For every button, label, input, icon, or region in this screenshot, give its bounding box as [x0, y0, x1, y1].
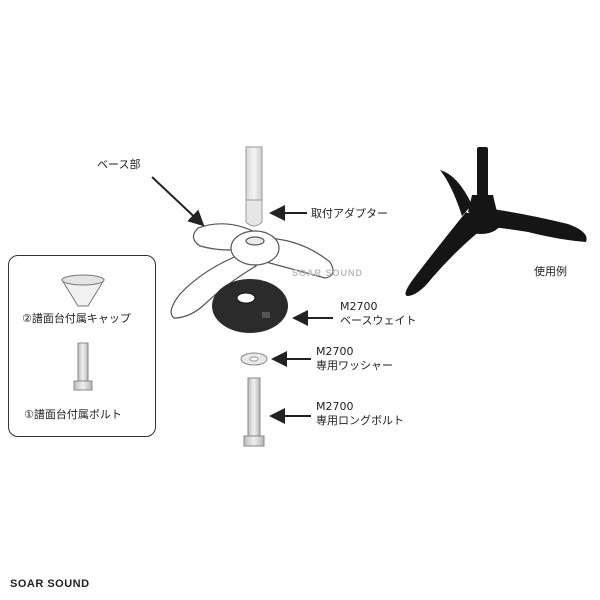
arrow-base [152, 177, 203, 225]
label-bolt-name: 専用ロングボルト [316, 414, 404, 428]
footer-brand: SOAR SOUND [10, 578, 90, 590]
label-weight-name: ベースウェイト [340, 314, 416, 328]
label-base: ベース部 [97, 158, 140, 172]
adapter-rod [246, 147, 262, 226]
label-example: 使用例 [534, 265, 567, 279]
label-accessory-bolt: ①譜面台付属ボルト [24, 408, 122, 422]
watermark: SOAR SOUND [292, 268, 363, 278]
label-accessory-cap: ②譜面台付属キャップ [22, 312, 131, 326]
label-bolt-model: M2700 [316, 400, 354, 414]
label-adapter: 取付アダプター [311, 207, 388, 221]
label-weight-model: M2700 [340, 300, 378, 314]
long-bolt [244, 378, 264, 446]
label-washer-model: M2700 [316, 345, 354, 359]
base-weight [212, 279, 288, 333]
label-washer-name: 専用ワッシャー [316, 359, 393, 373]
washer [241, 353, 267, 365]
